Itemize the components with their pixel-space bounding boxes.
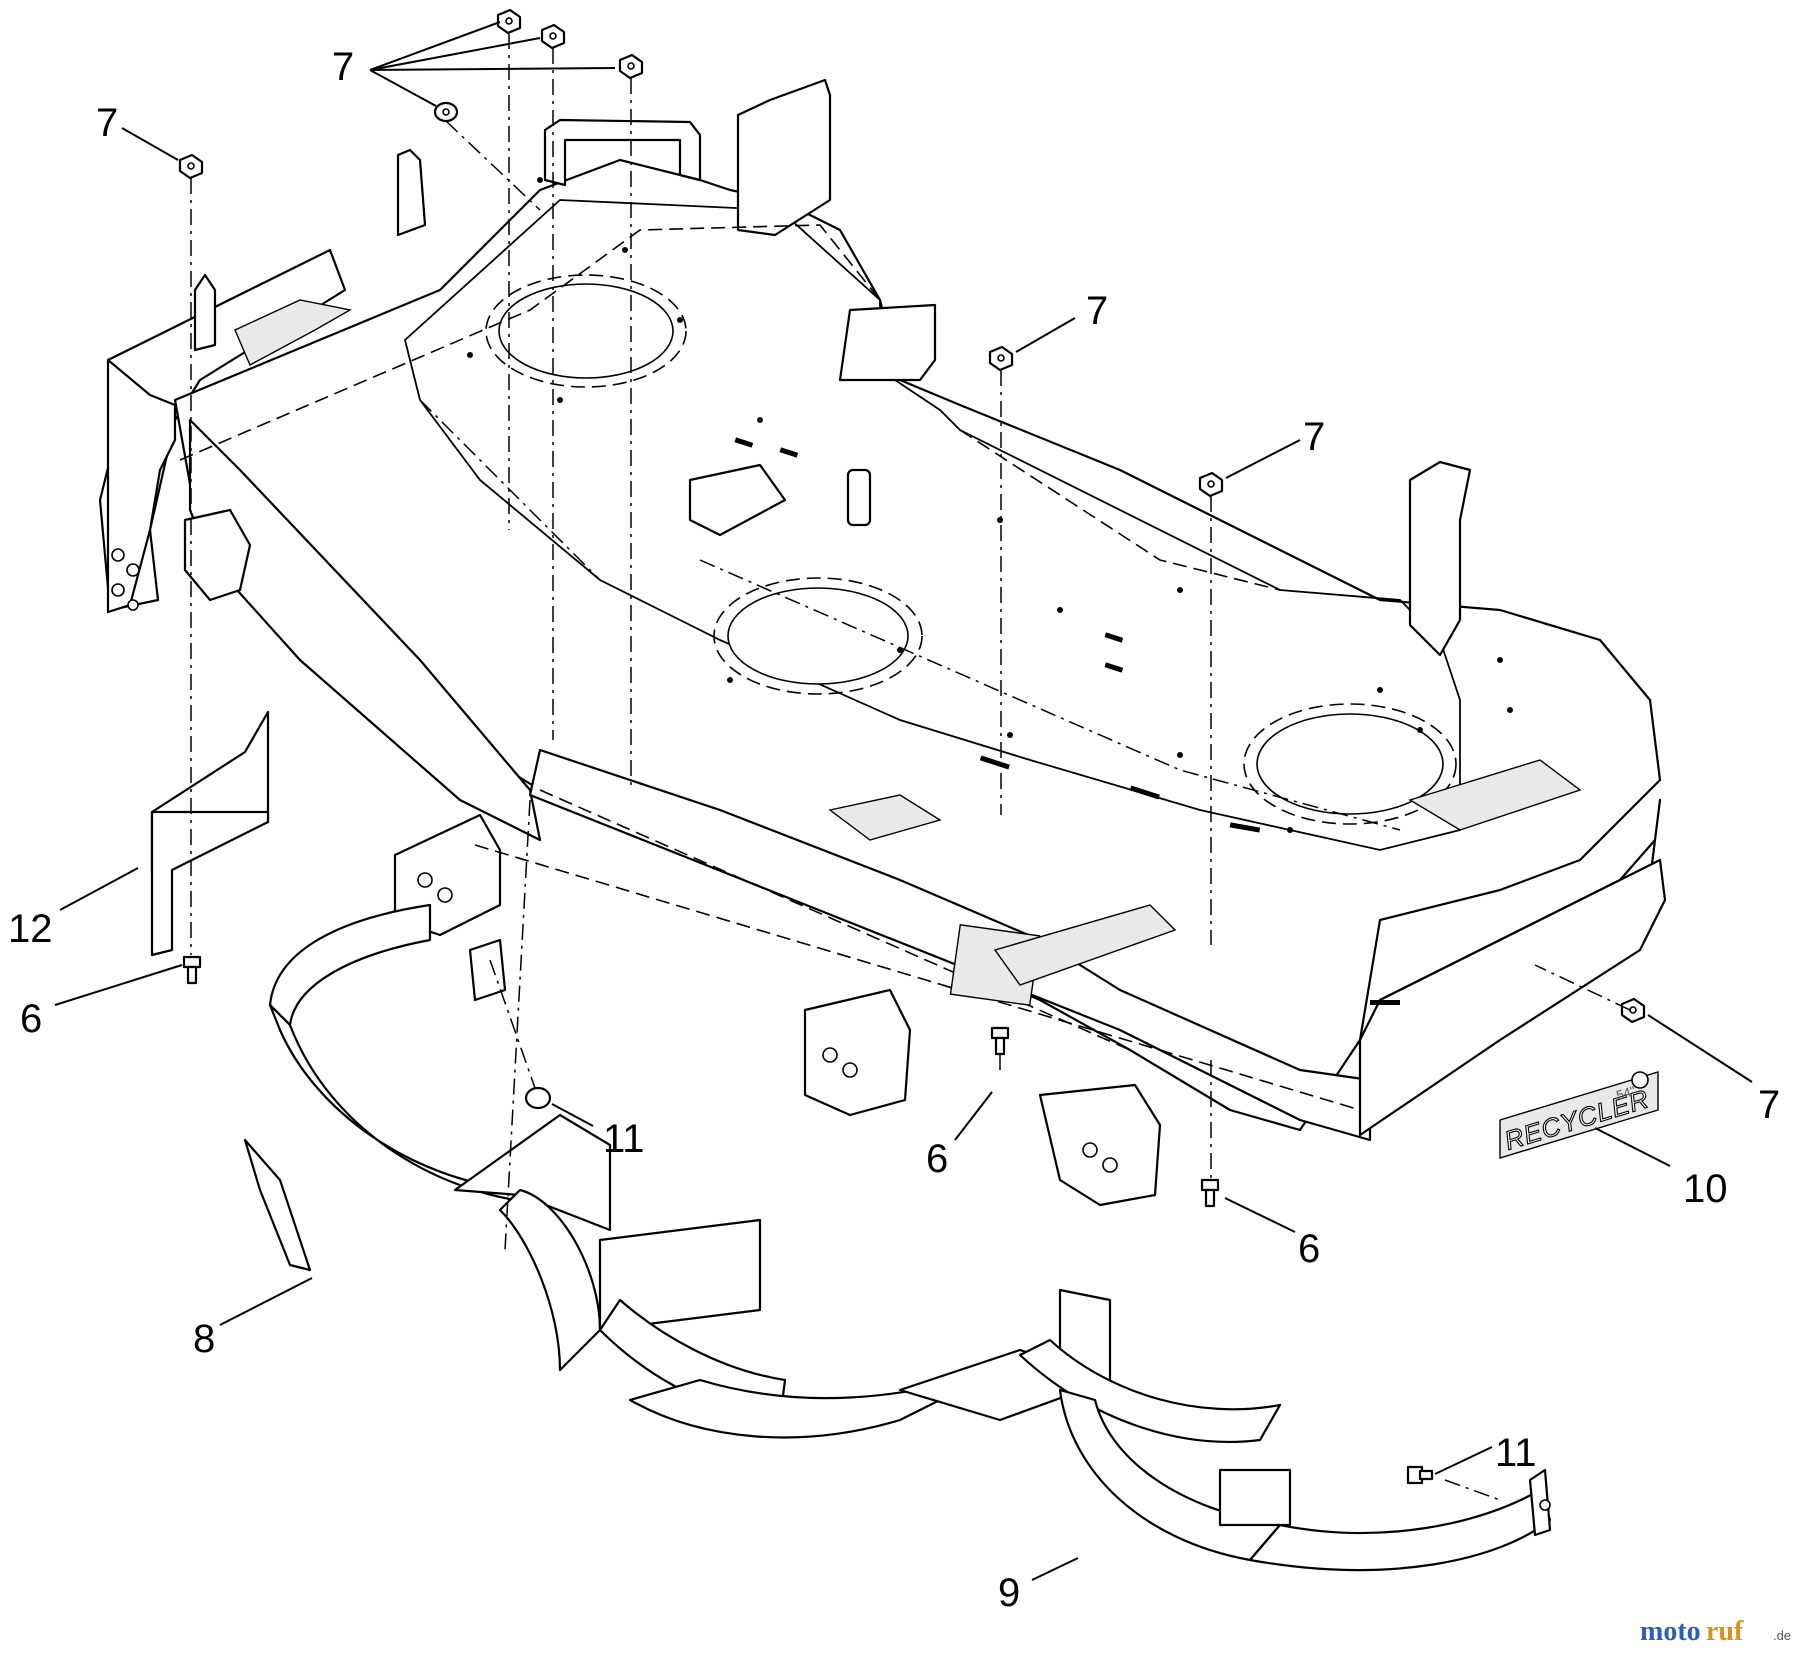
front-bracket-right bbox=[1038, 1083, 1162, 1207]
callout-7-left: 7 bbox=[96, 101, 118, 145]
leader-lines bbox=[54, 21, 1753, 1581]
bolt-center bbox=[990, 1026, 1010, 1056]
rivet-left bbox=[524, 1086, 552, 1110]
locknut-left bbox=[178, 153, 204, 180]
baffle-left bbox=[243, 903, 612, 1272]
callout-7-side: 7 bbox=[1758, 1083, 1780, 1127]
baffle-center bbox=[498, 1188, 1282, 1443]
idler-bracket-left bbox=[193, 273, 217, 352]
callout-11-left: 11 bbox=[603, 1117, 645, 1161]
spindle-shaft bbox=[846, 468, 872, 527]
locknut-mid bbox=[988, 345, 1014, 372]
recycler-decal: RECYCLER 54" bbox=[1499, 1071, 1659, 1159]
callout-labels: 7 7 7 7 7 12 6 11 6 6 10 7 8 11 9 bbox=[8, 45, 1780, 1615]
hardware bbox=[150, 8, 1646, 1485]
callout-6-right: 6 bbox=[1298, 1227, 1320, 1271]
left-side-plate bbox=[106, 358, 177, 614]
locknut-side bbox=[1620, 997, 1646, 1024]
deck-right-end bbox=[1358, 858, 1667, 1137]
mower-deck bbox=[98, 78, 1667, 1207]
locknut-right bbox=[1198, 471, 1224, 498]
spindle-opening-right bbox=[1256, 713, 1444, 815]
callout-7-mid: 7 bbox=[1086, 289, 1108, 333]
bolt-left bbox=[182, 955, 202, 985]
baffle-plate-left bbox=[150, 710, 270, 957]
callout-7-top: 7 bbox=[332, 45, 354, 89]
bolt-right bbox=[1200, 1178, 1220, 1208]
assembly-centerlines bbox=[190, 33, 1631, 1501]
front-bracket-center bbox=[803, 988, 912, 1117]
locknut-top-1 bbox=[496, 8, 522, 35]
belt-cover-mount-left bbox=[688, 463, 787, 537]
deck-mounting-holes bbox=[467, 177, 1513, 1005]
baffle-right bbox=[1058, 1388, 1552, 1572]
rear-hitch-bracket-left bbox=[736, 78, 832, 237]
callout-8: 8 bbox=[193, 1317, 215, 1361]
front-bracket-left bbox=[183, 508, 252, 602]
callout-7-right: 7 bbox=[1303, 415, 1325, 459]
callout-9: 9 bbox=[998, 1571, 1020, 1615]
callout-10: 10 bbox=[1683, 1167, 1728, 1211]
warning-decals bbox=[234, 299, 1582, 1007]
watermark-logo: moto ruf .de bbox=[1640, 1616, 1791, 1647]
callout-11-right: 11 bbox=[1495, 1431, 1537, 1475]
callout-6-center: 6 bbox=[926, 1137, 948, 1181]
locknut-top-3 bbox=[618, 53, 644, 80]
belt-cover-mount bbox=[838, 303, 937, 382]
callout-6-left: 6 bbox=[20, 997, 42, 1041]
spindle-opening-left bbox=[498, 283, 674, 379]
watermark-part1: moto bbox=[1640, 1616, 1701, 1647]
watermark-part2: ruf bbox=[1706, 1616, 1744, 1647]
deck-front-rail bbox=[528, 748, 1372, 1142]
locknut-top-2 bbox=[540, 23, 566, 50]
callout-12: 12 bbox=[8, 907, 53, 951]
recycler-decal-size: 54" bbox=[1614, 1083, 1637, 1103]
handle-bar bbox=[543, 118, 702, 187]
idler-bracket-top bbox=[396, 148, 427, 237]
spindle-opening-center bbox=[727, 587, 909, 685]
watermark-suffix: .de bbox=[1773, 1628, 1791, 1643]
flat-washer-top bbox=[433, 101, 459, 123]
rear-hitch-bracket-right bbox=[1408, 460, 1472, 657]
rivet-right bbox=[1406, 1465, 1434, 1485]
